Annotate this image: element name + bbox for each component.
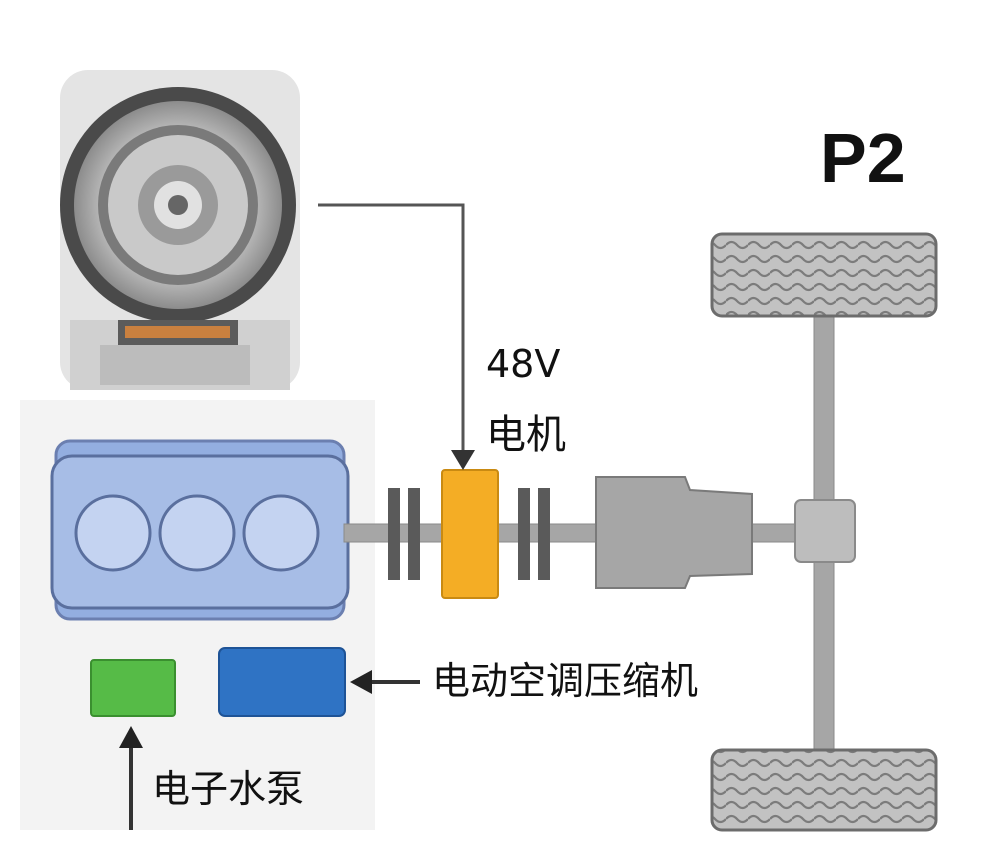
clutch-left-icon: [388, 488, 420, 580]
motor-voltage-label: 48V: [486, 342, 561, 386]
motor-callout-arrow: [318, 203, 465, 452]
motor-callout-arrowhead: [451, 450, 475, 470]
wheel-bottom-icon: [710, 748, 938, 832]
wheel-top-icon: [710, 232, 938, 318]
diagram-title: P2: [820, 119, 906, 197]
motor-block: [441, 469, 499, 599]
water-pump-block: [90, 659, 176, 717]
cylinder-1: [74, 494, 152, 572]
cylinder-2: [158, 494, 236, 572]
engine-block-icon: [50, 439, 350, 621]
motor-label: 电机: [486, 412, 566, 458]
clutch-right-icon: [518, 488, 550, 580]
ac-compressor-label: 电动空调压缩机: [432, 659, 699, 703]
compressor-arrowhead: [350, 670, 372, 694]
pump-arrowhead: [119, 726, 143, 748]
water-pump-label: 电子水泵: [152, 767, 305, 811]
cylinder-3: [242, 494, 320, 572]
differential-icon: [794, 499, 856, 563]
gearbox-icon: [595, 476, 753, 589]
ac-compressor-block: [218, 647, 346, 717]
motor-photo-icon: [60, 70, 300, 390]
